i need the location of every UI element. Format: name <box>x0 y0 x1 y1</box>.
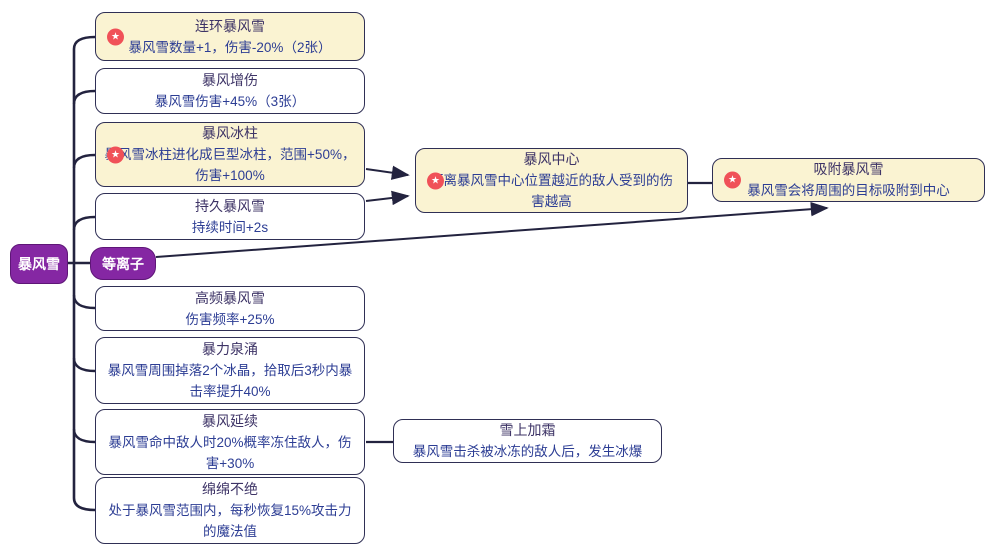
skill-node-description: 暴风雪命中敌人时20%概率冻住敌人，伤害+30% <box>108 434 352 471</box>
skill-node-title: 暴力泉涌 <box>202 341 258 357</box>
star-badge-icon: ★ <box>107 28 124 45</box>
star-badge-icon: ★ <box>107 146 124 163</box>
skill-node-description: 暴风雪冰柱进化成巨型冰柱，范围+50%，伤害+100% <box>104 147 356 183</box>
skill-node-title: 持久暴风雪 <box>195 197 265 214</box>
skill-node-description: 暴风雪击杀被冰冻的敌人后，发生冰爆 <box>412 444 643 459</box>
skill-node-storm-center[interactable]: ★ 暴风中心 距离暴风雪中心位置越近的敌人受到的伤害越高 <box>415 148 688 213</box>
skill-node-description: 暴风雪周围掉落2个冰晶，拾取后3秒内暴击率提升40% <box>107 363 353 399</box>
star-badge-icon: ★ <box>427 172 444 189</box>
skill-node-snow-on-frost[interactable]: 雪上加霜 暴风雪击杀被冰冻的敌人后，发生冰爆 <box>393 419 662 463</box>
star-badge-icon: ★ <box>724 171 741 189</box>
skill-node-title: 暴风冰柱 <box>202 125 258 141</box>
skill-node-description: 处于暴风雪范围内，每秒恢复15%攻击力的魔法值 <box>108 503 352 539</box>
skill-node-storm-damage-up[interactable]: 暴风增伤 暴风雪伤害+45%（3张） <box>95 68 365 114</box>
skill-node-title: 暴风延续 <box>202 412 258 429</box>
modifier-node-plasma[interactable]: 等离子 <box>90 247 156 280</box>
skill-node-description: 暴风雪伤害+45%（3张） <box>154 94 306 109</box>
skill-node-description: 暴风雪会将周围的目标吸附到中心 <box>747 183 950 198</box>
modifier-node-label: 等离子 <box>102 255 144 272</box>
skill-node-description: 伤害频率+25% <box>185 311 275 327</box>
skill-node-attract-blizzard[interactable]: ★ 吸附暴风雪 暴风雪会将周围的目标吸附到中心 <box>712 158 985 202</box>
skill-node-high-freq-blizzard[interactable]: 高频暴风雪 伤害频率+25% <box>95 286 365 331</box>
skill-node-title: 高频暴风雪 <box>195 289 265 306</box>
skill-node-title: 暴风增伤 <box>202 72 258 88</box>
skill-node-violent-surge[interactable]: 暴力泉涌 暴风雪周围掉落2个冰晶，拾取后3秒内暴击率提升40% <box>95 337 365 404</box>
skill-node-storm-ice-pillar[interactable]: ★ 暴风冰柱 暴风雪冰柱进化成巨型冰柱，范围+50%，伤害+100% <box>95 122 365 187</box>
skill-node-chain-blizzard[interactable]: ★ 连环暴风雪 暴风雪数量+1，伤害-20%（2张） <box>95 12 365 61</box>
skill-node-title: 吸附暴风雪 <box>813 161 884 177</box>
skill-node-description: 持续时间+2s <box>191 219 269 235</box>
skill-node-title: 暴风中心 <box>523 151 580 167</box>
skill-node-storm-extension[interactable]: 暴风延续 暴风雪命中敌人时20%概率冻住敌人，伤害+30% <box>95 409 365 475</box>
skill-node-title: 连环暴风雪 <box>195 17 265 34</box>
skill-node-endless-flow[interactable]: 绵绵不绝 处于暴风雪范围内，每秒恢复15%攻击力的魔法值 <box>95 477 365 544</box>
root-node-label: 暴风雪 <box>18 256 60 272</box>
skill-node-title: 绵绵不绝 <box>202 481 258 497</box>
root-node-blizzard[interactable]: 暴风雪 <box>10 244 68 284</box>
skill-node-description: 暴风雪数量+1，伤害-20%（2张） <box>128 39 332 55</box>
skill-node-lasting-blizzard[interactable]: 持久暴风雪 持续时间+2s <box>95 193 365 240</box>
skill-node-description: 距离暴风雪中心位置越近的敌人受到的伤害越高 <box>430 173 673 209</box>
skill-node-title: 雪上加霜 <box>499 422 556 438</box>
